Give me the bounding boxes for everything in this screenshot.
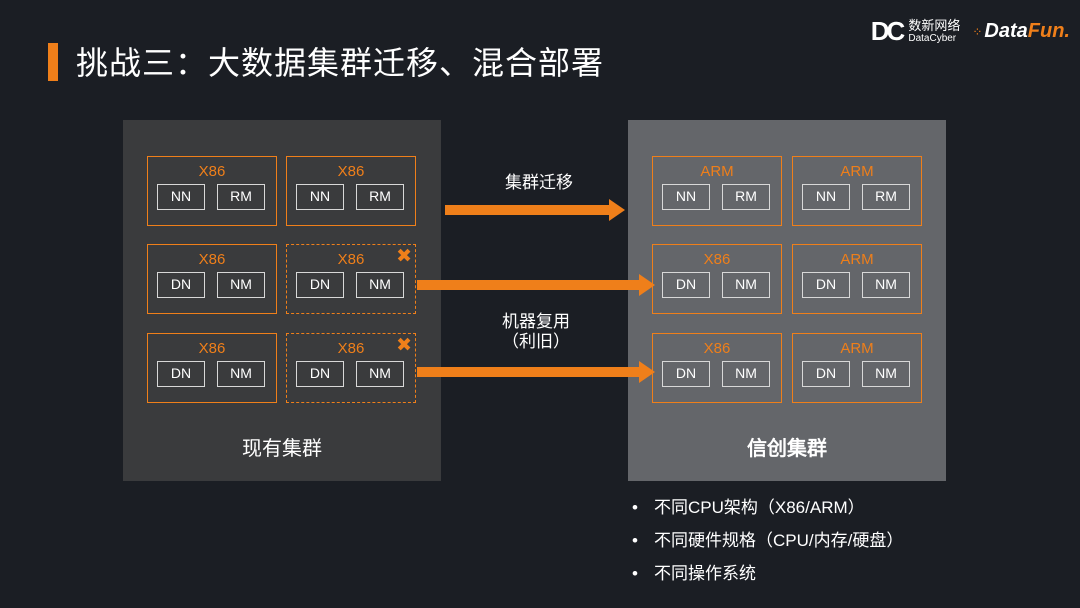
bullet-dot-icon: • [632,564,638,583]
existing-node-5: X86 DN NM [147,333,277,403]
service-box: DN [802,361,850,387]
datacyber-logo-icon: DC [870,16,906,46]
remove-x-icon: ✖ [396,246,412,267]
datacyber-cn-name: 数新网络 [908,17,961,33]
existing-node-3: X86 DN NM [147,244,277,314]
service-box: NM [722,361,770,387]
reuse-arrow-1-shaft [417,280,641,290]
new-node-3: X86 DN NM [652,244,782,314]
service-box: RM [862,184,910,210]
service-box: NM [217,272,265,298]
service-box: DN [296,361,344,387]
bullet-text: 不同硬件规格（CPU/内存/硬盘） [654,531,904,550]
datacyber-en-name: DataCyber [908,32,957,44]
node-arch-label: X86 [198,163,226,180]
existing-node-6-reused: X86 ✖ DN NM [286,333,416,403]
service-box: NM [356,272,404,298]
service-box: DN [157,272,205,298]
remove-x-icon: ✖ [396,335,412,356]
node-arch-label: X86 [337,251,365,268]
migration-arrow-head [609,199,625,221]
service-box: NN [802,184,850,210]
existing-node-4-reused: X86 ✖ DN NM [286,244,416,314]
logos: DC 数新网络 DataCyber ⁘ DataFun. [871,16,1070,47]
datafun-name-a: Data [984,20,1028,42]
node-arch-label: ARM [840,163,874,180]
new-node-1: ARM NN RM [652,156,782,226]
reuse-arrow-1-head [639,274,655,296]
xinchuang-cluster-panel: ARM NN RM ARM NN RM X86 DN NM ARM DN NM … [628,120,946,481]
new-node-2: ARM NN RM [792,156,922,226]
service-box: NM [862,361,910,387]
node-arch-label: X86 [198,340,226,357]
migration-arrow-shaft [445,205,611,215]
service-box: NN [296,184,344,210]
service-box: DN [662,272,710,298]
datafun-logo: ⁘ DataFun. [972,20,1070,43]
new-node-6: ARM DN NM [792,333,922,403]
existing-node-1: X86 NN RM [147,156,277,226]
service-box: RM [356,184,404,210]
service-box: NM [217,361,265,387]
service-box: DN [157,361,205,387]
page-title: 挑战三：大数据集群迁移、混合部署 [76,45,605,81]
datacyber-logo: DC 数新网络 DataCyber [871,16,961,47]
service-box: DN [662,361,710,387]
node-arch-label: X86 [337,340,365,357]
service-box: RM [217,184,265,210]
node-arch-label: X86 [703,340,731,357]
new-node-4: ARM DN NM [792,244,922,314]
service-box: NN [662,184,710,210]
xinchuang-cluster-label: 信创集群 [747,438,827,460]
service-box: DN [296,272,344,298]
datafun-dots-icon: ⁘ [972,24,982,39]
datafun-name-b: Fun. [1027,20,1070,42]
service-box: RM [722,184,770,210]
reuse-label-line2: （利旧） [502,332,570,351]
service-box: NN [157,184,205,210]
list-item: • 不同CPU架构（X86/ARM） [632,496,903,529]
existing-node-2: X86 NN RM [286,156,416,226]
service-box: NM [356,361,404,387]
bullet-text: 不同操作系统 [654,564,756,583]
existing-cluster-panel: X86 NN RM X86 NN RM X86 DN NM X86 ✖ DN N… [123,120,441,481]
node-arch-label: ARM [700,163,734,180]
migration-label: 集群迁移 [505,173,573,192]
bullet-dot-icon: • [632,498,638,517]
node-arch-label: X86 [198,251,226,268]
bullet-text: 不同CPU架构（X86/ARM） [654,498,865,517]
existing-cluster-label: 现有集群 [242,438,322,460]
service-box: NM [862,272,910,298]
reuse-arrow-2-head [639,361,655,383]
new-node-5: X86 DN NM [652,333,782,403]
node-arch-label: ARM [840,251,874,268]
node-arch-label: X86 [337,163,365,180]
reuse-arrow-2-shaft [417,367,641,377]
service-box: NM [722,272,770,298]
reuse-label-line1: 机器复用 [502,312,570,331]
service-box: DN [802,272,850,298]
list-item: • 不同硬件规格（CPU/内存/硬盘） [632,529,903,562]
title-accent-bar [48,43,58,81]
difference-bullet-list: • 不同CPU架构（X86/ARM） • 不同硬件规格（CPU/内存/硬盘） • 不同… [632,496,903,595]
list-item: • 不同操作系统 [632,562,903,595]
node-arch-label: X86 [703,251,731,268]
node-arch-label: ARM [840,340,874,357]
bullet-dot-icon: • [632,531,638,550]
